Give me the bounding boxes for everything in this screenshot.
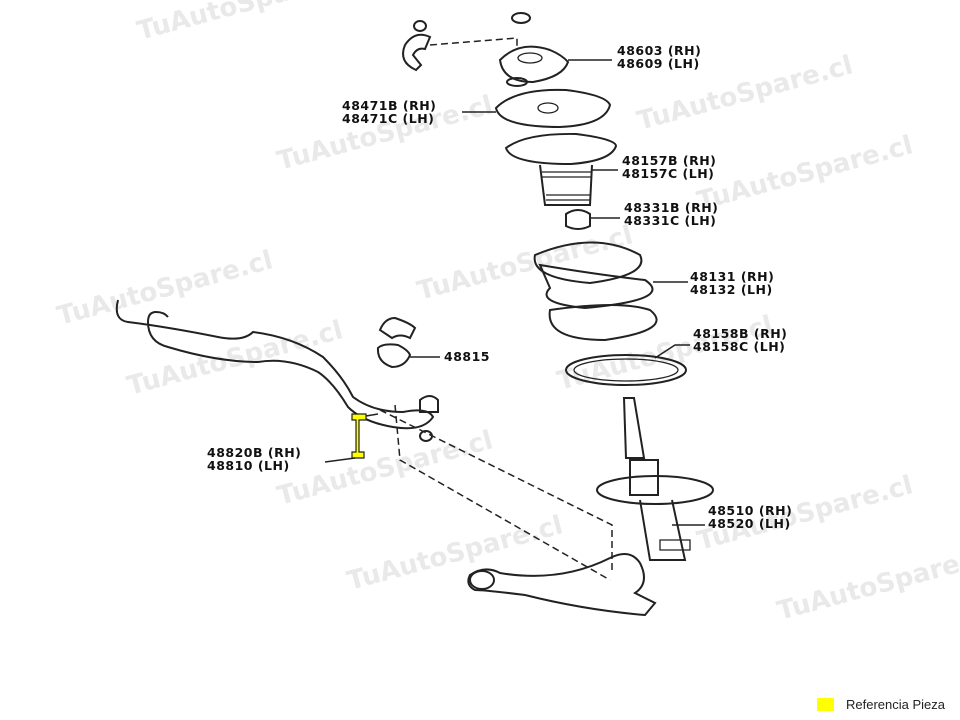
stabilizer-bushing: 48815: [376, 316, 490, 369]
bump-stop: 48331B (RH) 48331C (LH): [565, 200, 718, 230]
svg-text:48820B (RH): 48820B (RH): [207, 445, 301, 460]
svg-text:48157B (RH): 48157B (RH): [622, 153, 716, 168]
stabilizer-bar: [115, 299, 439, 430]
svg-text:48157C (LH): 48157C (LH): [622, 166, 714, 181]
svg-text:48331C (LH): 48331C (LH): [624, 213, 716, 228]
svg-text:48158C (LH): 48158C (LH): [693, 339, 785, 354]
svg-text:TuAutoSpare.cl: TuAutoSpare.cl: [414, 220, 636, 306]
svg-text:48609 (LH): 48609 (LH): [617, 56, 700, 71]
svg-text:TuAutoSpare.cl: TuAutoSpare.cl: [694, 130, 916, 216]
svg-text:TuAutoSpare.cl: TuAutoSpare.cl: [274, 425, 496, 511]
top-mount-assembly: 48603 (RH) 48609 (LH): [402, 12, 701, 87]
svg-text:48815: 48815: [444, 349, 490, 364]
svg-text:TuAutoSpare.cl: TuAutoSpare.cl: [344, 510, 566, 596]
svg-text:TuAutoSpare.cl: TuAutoSpare.cl: [54, 245, 276, 331]
svg-text:48603 (RH): 48603 (RH): [617, 43, 701, 58]
svg-text:TuAutoSpare.cl: TuAutoSpare.cl: [134, 0, 356, 47]
shock-absorber: 48510 (RH) 48520 (LH): [596, 397, 792, 561]
svg-text:48132 (LH): 48132 (LH): [690, 282, 773, 297]
coil-spring: 48131 (RH) 48132 (LH): [533, 241, 774, 342]
svg-text:48471B (RH): 48471B (RH): [342, 98, 436, 113]
svg-text:48158B (RH): 48158B (RH): [693, 326, 787, 341]
lower-control-arm: [379, 404, 657, 617]
legend-swatch-yellow: [817, 698, 834, 711]
spring-insulator: 48158B (RH) 48158C (LH): [565, 326, 787, 386]
svg-text:48471C (LH): 48471C (LH): [342, 111, 434, 126]
svg-text:48131 (RH): 48131 (RH): [690, 269, 774, 284]
svg-text:48810 (LH): 48810 (LH): [207, 458, 290, 473]
watermarks: TuAutoSpare.cl TuAutoSpare.cl TuAutoSpar…: [54, 0, 960, 627]
svg-text:48510 (RH): 48510 (RH): [708, 503, 792, 518]
svg-text:48331B (RH): 48331B (RH): [624, 200, 718, 215]
bellows-dust-boot: 48157B (RH) 48157C (LH): [504, 132, 716, 206]
svg-text:48520 (LH): 48520 (LH): [708, 516, 791, 531]
legend: Referencia Pieza: [817, 697, 945, 712]
svg-text:TuAutoSpare.cl: TuAutoSpare.cl: [774, 540, 960, 626]
stabilizer-link-highlighted: 48820B (RH) 48810 (LH): [207, 413, 433, 473]
legend-label: Referencia Pieza: [846, 697, 945, 712]
upper-spring-seat: 48471B (RH) 48471C (LH): [342, 88, 612, 129]
svg-text:TuAutoSpare.cl: TuAutoSpare.cl: [124, 315, 346, 401]
